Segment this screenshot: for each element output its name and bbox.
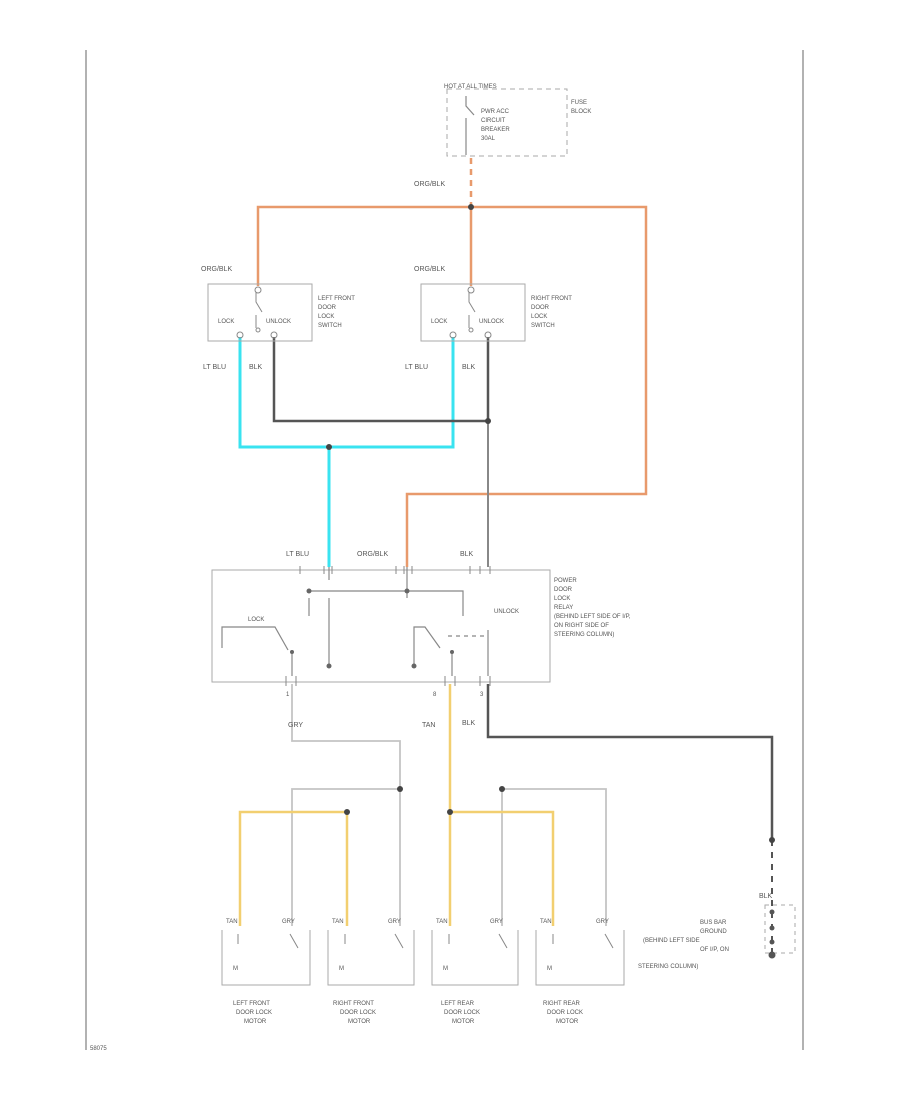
right-switch-name-1: RIGHT FRONT (531, 296, 572, 302)
wire-label-blk-left: BLK (249, 364, 263, 371)
fuse-block: HOT AT ALL TIMES PWR ACC CIRCUIT BREAKER… (444, 84, 591, 157)
power-door-lock-relay: LT BLU ORG/BLK BLK (211, 551, 631, 729)
ground-label-4: OF I/P, ON (700, 947, 729, 953)
motor-4-tan-label: TAN (540, 919, 552, 925)
motor-3-name-2: DOOR LOCK (444, 1010, 480, 1016)
figure-id: 58075 (90, 1046, 107, 1052)
motor-2-name-1: RIGHT FRONT (333, 1001, 374, 1007)
relay-lock-label: LOCK (248, 617, 264, 623)
breaker-label-2: CIRCUIT (481, 118, 506, 124)
relay-name-3: LOCK (554, 596, 570, 602)
relay-name-4: RELAY (554, 605, 573, 611)
wire-label-lt-blu-right: LT BLU (405, 364, 428, 371)
wire-label-orn-blk-left: ORG/BLK (201, 266, 232, 273)
relay-pin-left: 1 (286, 692, 290, 698)
wire-label-lt-blu-left: LT BLU (203, 364, 226, 371)
relay-pin-mid: 8 (433, 692, 437, 698)
relay-name-6: ON RIGHT SIDE OF (554, 623, 609, 629)
breaker-label-3: BREAKER (481, 127, 510, 133)
relay-name-7: STEERING COLUMN) (554, 632, 614, 638)
orange-wire-top-bus (256, 205, 648, 567)
motor-1-name-1: LEFT FRONT (233, 1001, 270, 1007)
motor-3-name-1: LEFT REAR (441, 1001, 475, 1007)
relay-pin-right: 3 (480, 692, 484, 698)
gry-wire-motor1 (291, 788, 400, 926)
breaker-label-1: PWR ACC (481, 109, 510, 115)
ground-label-3: (BEHIND LEFT SIDE (643, 938, 700, 944)
ground-label-1: BUS BAR (700, 920, 727, 926)
motor-1-name-3: MOTOR (244, 1019, 267, 1025)
motor-2-name-3: MOTOR (348, 1019, 371, 1025)
relay-unlock-label: UNLOCK (494, 609, 519, 615)
right-switch-unlock-label: UNLOCK (479, 319, 504, 325)
right-switch-name-2: DOOR (531, 305, 550, 311)
motor-1-name-2: DOOR LOCK (236, 1010, 272, 1016)
motor-1-m-label: M (233, 966, 238, 972)
motor-3-gry-label: GRY (490, 919, 503, 925)
black-wire-switches (272, 337, 490, 423)
motor-3-name-3: MOTOR (452, 1019, 475, 1025)
motor-1-gry-label: GRY (282, 919, 295, 925)
ground-label-2: GROUND (700, 929, 727, 935)
wire-label-ground-blk: BLK (759, 893, 773, 900)
fuse-block-label-1: FUSE (571, 100, 587, 106)
motor-right-rear: TAN GRY M RIGHT REAR DOOR LOCK MOTOR (535, 919, 625, 1025)
motor-3-tan-label: TAN (436, 919, 448, 925)
splice-dots (326, 204, 775, 843)
motor-3-m-label: M (443, 966, 448, 972)
wire-label-blk-right: BLK (462, 364, 476, 371)
breaker-label-4: 30AL (481, 136, 496, 142)
left-switch-name-1: LEFT FRONT (318, 296, 355, 302)
motor-4-m-label: M (547, 966, 552, 972)
motor-2-gry-label: GRY (388, 919, 401, 925)
wire-label-relay-orn-blk: ORG/BLK (357, 551, 388, 558)
motor-right-front: TAN GRY M RIGHT FRONT DOOR LOCK MOTOR (327, 919, 415, 1025)
tan-wire-motor4 (450, 810, 555, 926)
left-switch-name-3: LOCK (318, 314, 334, 320)
motor-2-tan-label: TAN (332, 919, 344, 925)
gry-wire-relay (291, 684, 401, 926)
motor-4-name-3: MOTOR (556, 1019, 579, 1025)
wire-label-gry: GRY (288, 722, 303, 729)
wire-label-relay-blk: BLK (460, 551, 474, 558)
motor-4-gry-label: GRY (596, 919, 609, 925)
fuse-block-label-2: BLOCK (571, 109, 591, 115)
right-switch-name-4: SWITCH (531, 323, 555, 329)
motor-left-rear: TAN GRY M LEFT REAR DOOR LOCK MOTOR (431, 919, 519, 1025)
motor-2-m-label: M (339, 966, 344, 972)
left-switch-lock-label: LOCK (218, 319, 234, 325)
black-wire-to-ground (486, 684, 774, 840)
ground-label-5: STEERING COLUMN) (638, 964, 698, 970)
wire-label-relay-lt-blu: LT BLU (286, 551, 309, 558)
gry-wire-motor4 (502, 788, 607, 926)
right-switch-name-3: LOCK (531, 314, 547, 320)
right-switch-lock-label: LOCK (431, 319, 447, 325)
left-switch-name-4: SWITCH (318, 323, 342, 329)
motor-left-front: TAN GRY M LEFT FRONT DOOR LOCK MOTOR (221, 919, 311, 1025)
wire-label-orn-blk-right: ORG/BLK (414, 266, 445, 273)
motor-1-tan-label: TAN (226, 919, 238, 925)
relay-name-1: POWER (554, 578, 577, 584)
left-switch-name-2: DOOR (318, 305, 337, 311)
relay-name-2: DOOR (554, 587, 573, 593)
relay-name-5: (BEHIND LEFT SIDE OF I/P, (554, 614, 631, 620)
wire-label-orn-blk-top: ORG/BLK (414, 181, 445, 188)
bus-bar-ground: BLK BUS BAR GROUND (BEHIND LEFT SIDE OF … (638, 893, 796, 970)
motor-4-name-2: DOOR LOCK (547, 1010, 583, 1016)
motor-4-name-1: RIGHT REAR (543, 1001, 581, 1007)
wire-label-tan: TAN (422, 722, 435, 729)
right-front-door-lock-switch: ORG/BLK LOCK UNLOCK RIGHT FRONT DOOR LOC… (405, 266, 572, 371)
left-switch-unlock-label: UNLOCK (266, 319, 291, 325)
tan-wire-motor1 (238, 810, 349, 926)
wire-label-blk-out: BLK (462, 720, 476, 727)
hot-at-all-times-label: HOT AT ALL TIMES (444, 84, 497, 90)
motor-2-name-2: DOOR LOCK (340, 1010, 376, 1016)
light-blue-wire (238, 337, 455, 449)
left-front-door-lock-switch: ORG/BLK LOCK UNLOCK LEFT FRONT DOOR LOCK… (201, 266, 355, 371)
